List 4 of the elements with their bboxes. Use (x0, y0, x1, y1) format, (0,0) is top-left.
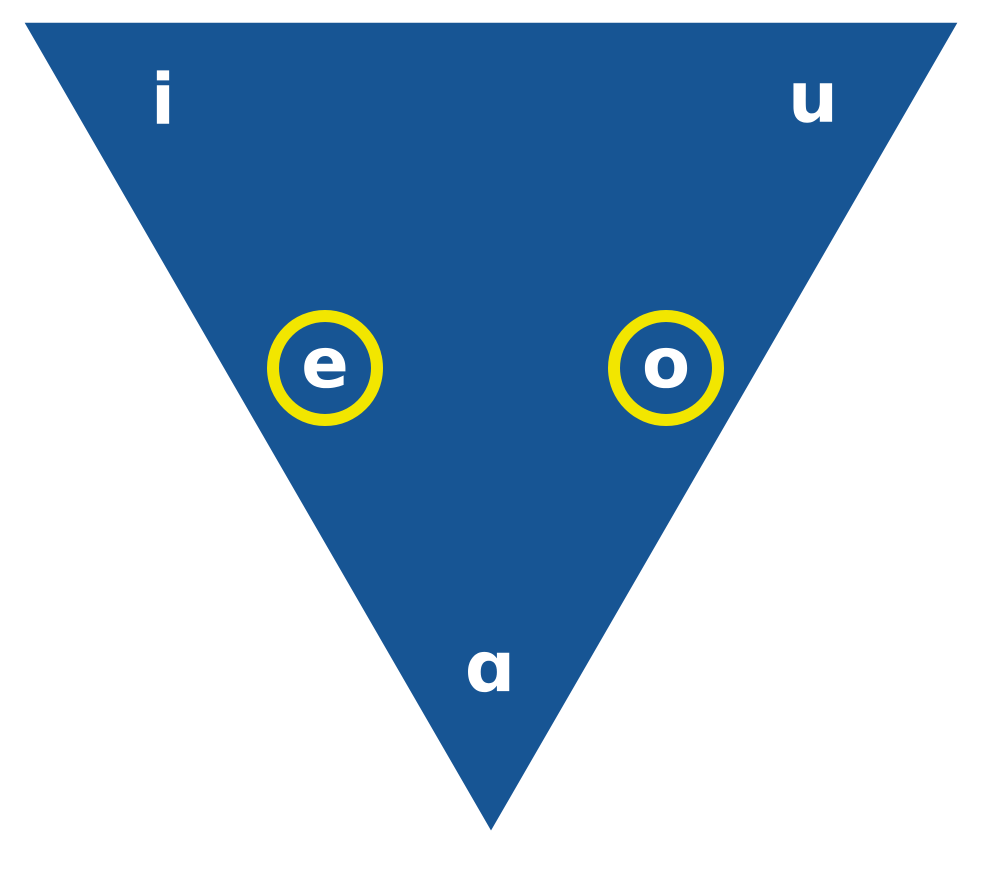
triangle-chart (24, 22, 958, 830)
vowel-label: u (793, 83, 832, 123)
vowel-label: ɑ (468, 652, 510, 692)
vowel-label: i (156, 70, 170, 124)
